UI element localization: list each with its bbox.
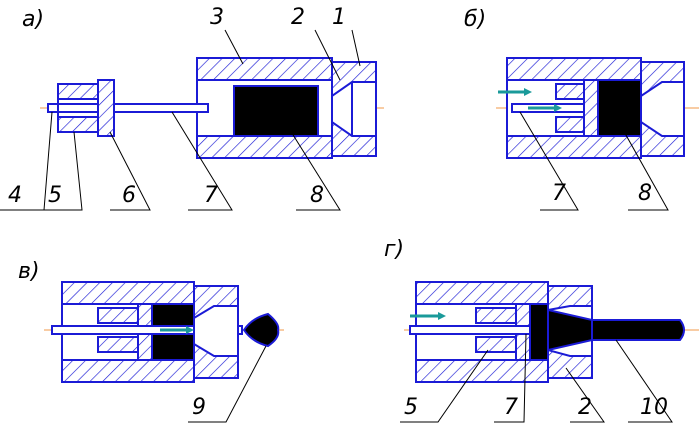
view-a-leader-5 [40, 131, 83, 211]
view-b: б) 7 8 [464, 7, 699, 211]
view-a-callout-3: 3 [210, 5, 224, 30]
view-a-rod-7 [47, 103, 209, 113]
view-v-flow-arrow-head [186, 326, 194, 334]
view-g-mold-wall-bottom [415, 359, 549, 383]
view-a-leader-6 [109, 131, 151, 211]
view-g-leader-10 [615, 339, 673, 423]
view-a-blank-8 [233, 85, 319, 137]
view-b-die-bottom [640, 120, 685, 157]
view-a-die-bottom [331, 120, 377, 157]
view-b-disk [583, 79, 599, 137]
view-a-leader-7 [171, 111, 233, 211]
view-v-callout-9: 9 [192, 395, 206, 420]
view-g-leader-7 [494, 333, 527, 423]
view-v-mold-wall-bottom [61, 359, 195, 383]
view-a-mold-wall-bottom [196, 135, 333, 159]
view-a-leader-1 [351, 29, 361, 67]
view-b-holder-bottom [555, 116, 585, 133]
view-g-leader-2 [565, 367, 605, 423]
view-b-flow-arrow-1-head [524, 88, 532, 96]
view-b-leader-8 [621, 127, 669, 211]
view-b-flow-arrow-2-head [554, 104, 562, 112]
view-a-leader-8 [289, 129, 341, 211]
view-b-callout-7: 7 [552, 181, 566, 206]
view-b-label: б) [464, 7, 486, 32]
view-a-callout-6: 6 [122, 183, 136, 208]
view-g-die-bottom-2 [547, 348, 593, 379]
view-a-leader-2 [314, 29, 341, 81]
view-b-callout-8: 8 [638, 181, 652, 206]
view-a-leader-3 [224, 29, 244, 65]
view-b-holder-top [555, 83, 585, 100]
view-a-callout-1: 1 [332, 5, 346, 30]
view-v-holder-top [97, 307, 139, 324]
view-a-callout-2: 2 [291, 5, 305, 30]
view-v: в) 9 [18, 259, 284, 423]
view-b-die-top [640, 61, 685, 98]
view-g-callout-7: 7 [504, 395, 518, 420]
view-g-callout-2: 2 [578, 395, 592, 420]
view-a-callout-8: 8 [310, 183, 324, 208]
view-a-die-top [331, 61, 377, 98]
view-a-mold-wall-top [196, 57, 333, 81]
view-v-rod [51, 325, 243, 335]
view-v-ejected-part-9 [242, 312, 280, 348]
view-a-callout-7: 7 [204, 183, 218, 208]
view-v-mold-wall-top [61, 281, 195, 305]
view-b-mold-wall-top [506, 57, 642, 81]
view-g-leader-5 [400, 349, 489, 423]
view-a-disk-6 [97, 79, 115, 137]
view-a-label: а) [22, 7, 44, 32]
view-v-leader-9 [188, 345, 267, 423]
view-g-callout-5: 5 [404, 395, 418, 420]
view-a-callout-5: 5 [48, 183, 62, 208]
view-v-die-bottom [193, 342, 239, 379]
view-v-label: в) [18, 259, 40, 284]
view-a: а) 1 2 3 4 5 6 7 8 [0, 5, 384, 211]
view-b-leader-7 [519, 111, 579, 211]
view-g-flow-arrow-head [438, 312, 446, 320]
view-g-extruded-part-10 [529, 303, 685, 361]
view-v-die-top [193, 285, 239, 320]
view-g-holder-bottom [475, 336, 517, 353]
view-a-callout-4: 4 [8, 183, 22, 208]
view-g-label: г) [384, 237, 404, 262]
view-a-holder-bottom [57, 116, 99, 133]
view-g: г) 5 7 2 10 [384, 237, 699, 423]
view-b-mold-wall-bottom [506, 135, 642, 159]
view-g-rod-7 [409, 325, 531, 335]
view-g-mold-wall-top [415, 281, 549, 305]
view-g-die-top [547, 285, 593, 312]
view-a-holder-top [57, 83, 99, 100]
view-v-holder-bottom [97, 336, 139, 353]
view-g-callout-10: 10 [640, 395, 668, 420]
view-g-holder-top [475, 307, 517, 324]
